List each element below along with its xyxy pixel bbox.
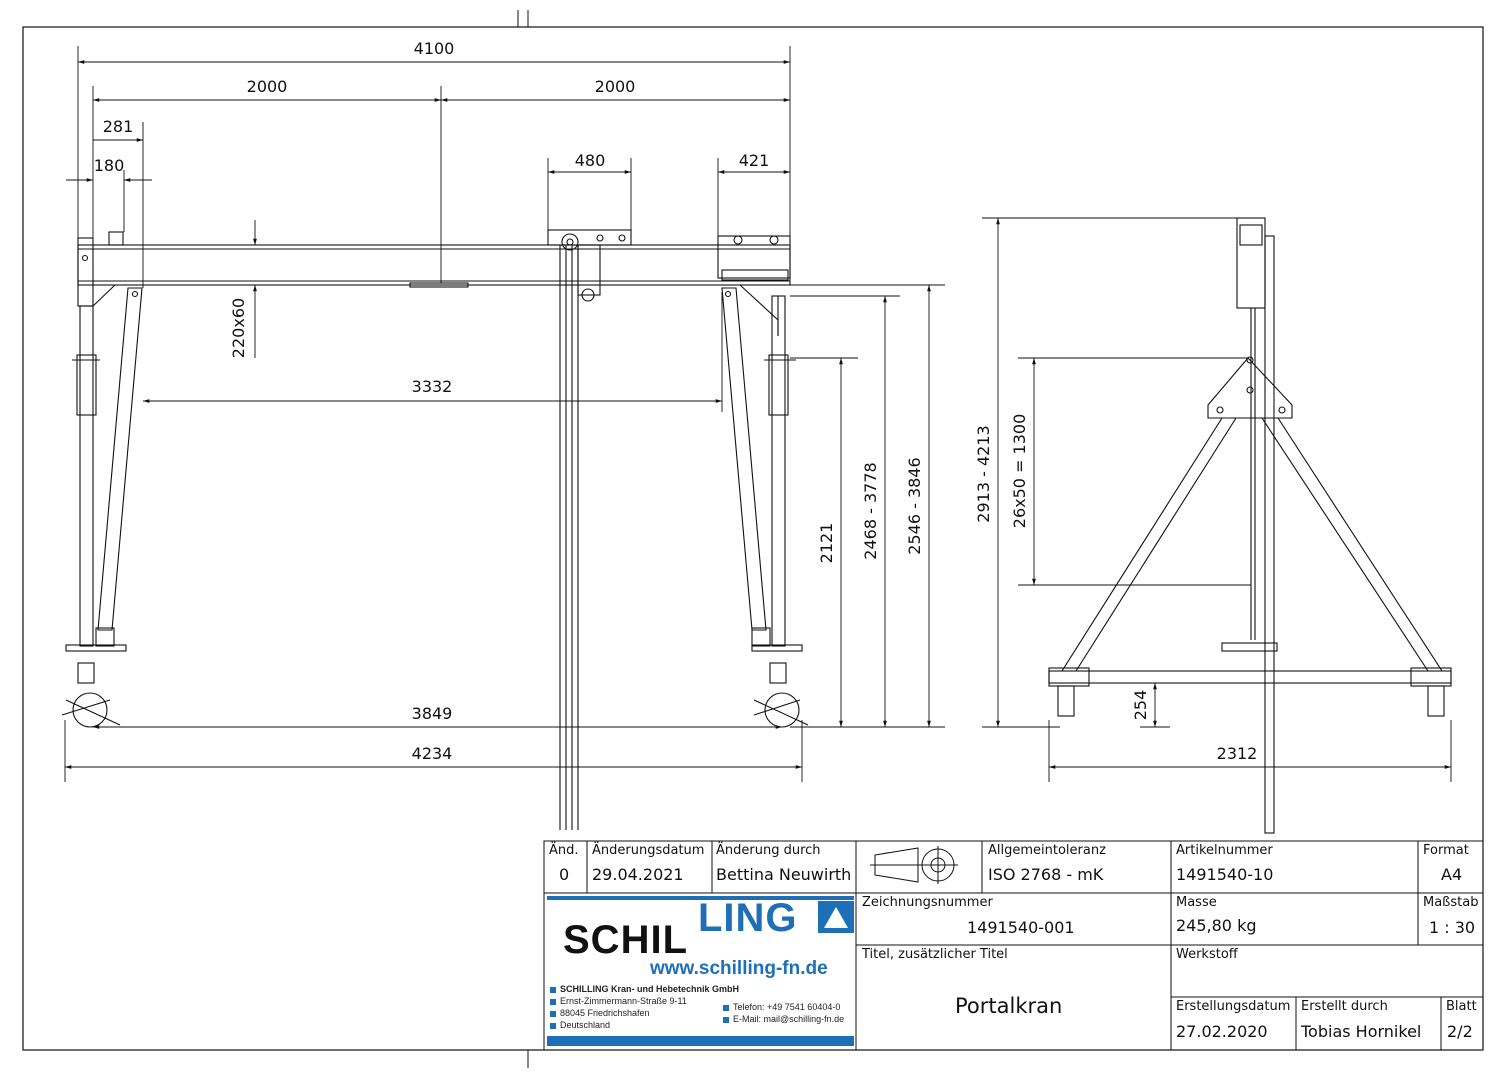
side-base (1048, 670, 1452, 684)
dim-4234: 4234 (412, 744, 453, 763)
dim-1300: 26x50 = 1300 (1010, 414, 1029, 528)
dim-4100: 4100 (414, 39, 455, 58)
left-brace (97, 287, 143, 631)
logo-triangle (818, 901, 854, 933)
main-beam (77, 244, 791, 286)
dim-2468: 2468 - 3778 (861, 462, 880, 559)
front-view (61, 229, 809, 830)
dim-2913: 2913 - 4213 (974, 425, 993, 522)
dim-2121: 2121 (817, 523, 836, 564)
dim-3849: 3849 (412, 704, 453, 723)
right-brace (721, 287, 767, 631)
dim-2312: 2312 (1217, 744, 1258, 763)
side-head-plate (1207, 357, 1293, 419)
left-wheel (72, 692, 108, 728)
side-leg-right (1261, 417, 1444, 672)
logo-bar-top (547, 896, 854, 900)
dim-281: 281 (103, 117, 134, 136)
side-leg-left (1061, 417, 1237, 672)
right-leg (771, 295, 786, 647)
dim-2546: 2546 - 3846 (905, 457, 924, 554)
dimension-labels: 4100 2000 2000 281 180 480 421 220x60 33… (94, 39, 1258, 763)
side-dimensions (982, 217, 1452, 782)
side-mast (1264, 235, 1275, 834)
dim-3332: 3332 (412, 377, 453, 396)
dim-2000-left: 2000 (247, 77, 288, 96)
dim-421: 421 (739, 151, 770, 170)
logo-bar-bottom (547, 1036, 854, 1046)
dim-2000-right: 2000 (595, 77, 636, 96)
title-block-grid (543, 840, 1484, 1051)
front-dimensions (64, 46, 945, 782)
left-leg (79, 305, 94, 647)
dim-180: 180 (94, 156, 125, 175)
dim-480: 480 (575, 151, 606, 170)
dim-220x60: 220x60 (229, 298, 248, 358)
dim-254: 254 (1131, 690, 1150, 721)
side-view (1048, 217, 1452, 834)
end-carriage (717, 235, 791, 279)
